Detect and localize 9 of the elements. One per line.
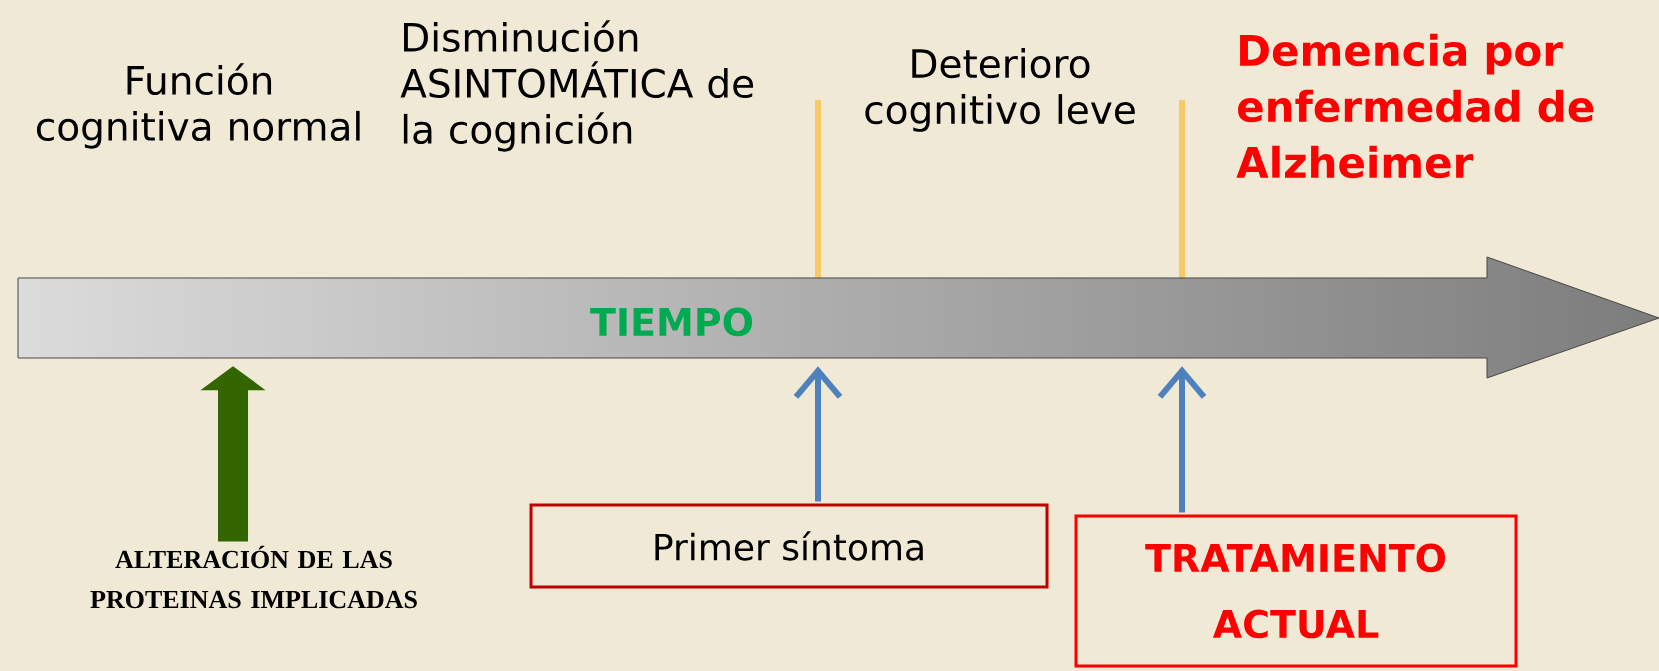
stage-label: Demencia por enfermedad de Alzheimer: [1236, 33, 1594, 179]
stage-label: Función cognitiva normal: [37, 63, 360, 149]
arrow: [793, 366, 843, 502]
arrow: [1157, 366, 1207, 513]
stage-label: Disminución ASINTOMÁTICA de la cognición: [400, 20, 754, 152]
annotation-text: ALTERACIÓN DE LAS PROTEINAS IMPLICADAS: [90, 545, 417, 609]
stage-label: Deterioro cognitivo leve: [865, 48, 1135, 132]
text-box: TRATAMIENTO ACTUAL: [1074, 514, 1518, 668]
text-box: Primer síntoma: [529, 503, 1049, 589]
